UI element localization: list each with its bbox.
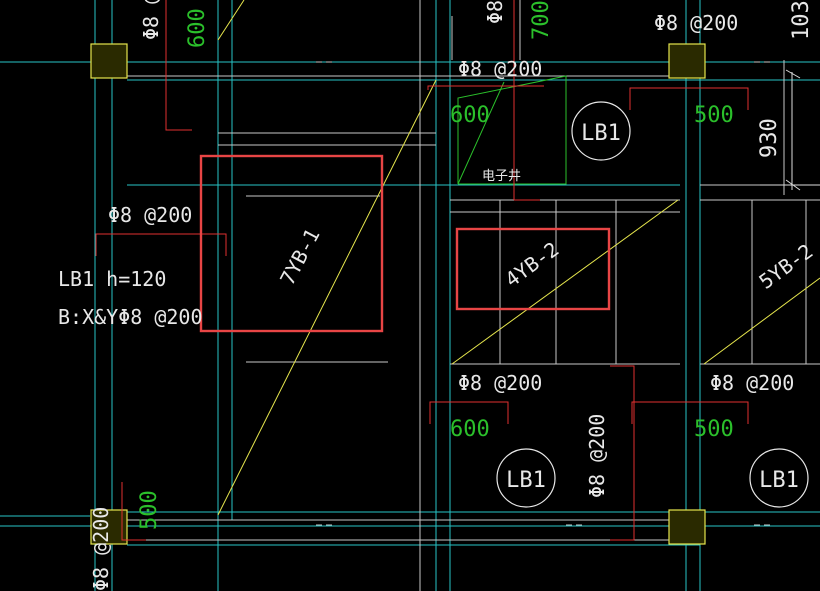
lb1-circle-top [571, 101, 631, 161]
column-top-right [668, 43, 706, 79]
rebar-label-vertical-top-a: Φ8 @ [139, 0, 163, 40]
slab-circles [496, 101, 809, 508]
highlight-7yb1 [199, 154, 384, 333]
dim-500-bottom: 500 [694, 417, 734, 442]
dim-600-bottom: 600 [450, 417, 490, 442]
dim-930: 930 [757, 118, 782, 158]
elevator-shaft [457, 75, 567, 185]
lb1-label-top: LB1 [581, 121, 621, 146]
dim-500-right: 500 [694, 103, 734, 128]
rebar-label-top-center: Φ8 @200 [458, 57, 542, 81]
dim-600-green: 600 [450, 103, 490, 128]
lb1-circle-bottom-right [749, 448, 809, 508]
dim-500-left: 500 [137, 490, 162, 530]
rebar-label-mid-left: Φ8 @200 [108, 203, 192, 227]
rebar-label-top-right: Φ8 @200 [654, 11, 738, 35]
lb1-label-bottom-right: LB1 [759, 468, 799, 493]
highlight-boxes [199, 154, 611, 333]
lb1-label-bottom-center: LB1 [506, 468, 546, 493]
elevator-shaft-label: 电子井 [482, 169, 521, 184]
rebar-label-vertical-center: Φ8 @200 [585, 414, 609, 498]
lb1-circle-bottom-center [496, 448, 556, 508]
dim-103: 103 [789, 0, 814, 40]
diagonal-lines [217, 0, 820, 516]
columns [90, 43, 706, 545]
column-top-left [90, 43, 128, 79]
dim-600-top: 600 [185, 8, 210, 48]
column-bottom-left [90, 509, 128, 545]
column-bottom-right [668, 509, 706, 545]
red-leaders [95, 0, 749, 541]
highlight-4yb2 [455, 227, 611, 311]
rebar-label-mid-right: Φ8 @200 [710, 371, 794, 395]
dim-700-top: 700 [529, 0, 554, 40]
beam-lines [127, 0, 820, 591]
slab-note-line1: LB1 h=120 [58, 267, 166, 291]
rebar-label-vertical-top-b: Φ8 @ [483, 0, 507, 24]
centre-dash-marks [316, 61, 770, 526]
dimension-lines [760, 69, 820, 191]
slab-note-line2: B:X&YΦ8 @200 [58, 305, 203, 329]
rebar-label-mid-center: Φ8 @200 [458, 371, 542, 395]
rebar-label-vertical-left: Φ8 @200 [89, 507, 113, 591]
